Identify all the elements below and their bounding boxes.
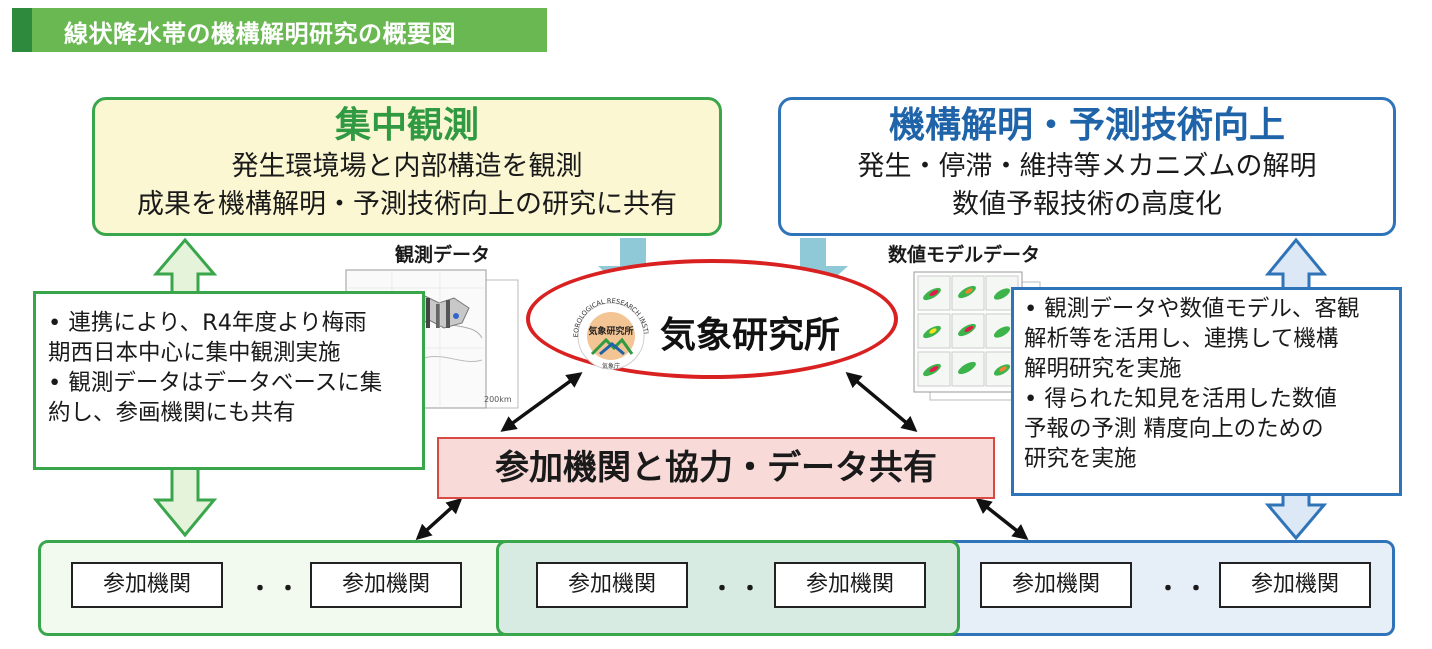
right-line-2: 解析等を活用し、連携して機構 [1024, 326, 1339, 352]
observation-sharing-box: • 連携により、R4年度より梅雨 期西日本中心に集中観測実施 • 観測データはデ… [33, 291, 425, 470]
participant-box: 参加機関 [774, 562, 926, 608]
left-line-3: • 観測データはデータベースに集 [48, 370, 383, 396]
left-line-1: • 連携により、R4年度より梅雨 [48, 310, 367, 336]
participant-box: 参加機関 [1219, 562, 1371, 608]
participant-box: 参加機関 [536, 562, 688, 608]
participant-box: 参加機関 [310, 562, 462, 608]
black-arrow-left-lower [415, 497, 463, 541]
mechanism-heading: 機構解明・予測技術向上 [888, 105, 1285, 146]
participant-box: 参加機関 [980, 562, 1132, 608]
participant-box: 参加機関 [71, 562, 223, 608]
black-arrow-left-upper [500, 372, 583, 432]
observation-line-1: 発生環境場と内部構造を観測 [231, 151, 583, 182]
participant-group-3: 参加機関 ・・・ 参加機関 [940, 540, 1395, 636]
map-scale-label: 200km [484, 395, 512, 404]
mri-logo-icon: METEOROLOGICAL RESEARCH INSTITUTE 気象研究所 … [566, 296, 650, 370]
diagram-title: 線状降水帯の機構解明研究の概要図 [64, 20, 456, 48]
right-line-5: 予報の予測 精度向上のための [1024, 416, 1324, 442]
right-line-3: 解明研究を実施 [1024, 356, 1182, 382]
research-box: • 観測データや数値モデル、客観 解析等を活用し、連携して機構 解明研究を実施 … [1011, 287, 1402, 496]
logo-sub-text: 気象庁 [602, 362, 620, 370]
observation-line-2: 成果を機構解明・予測技術向上の研究に共有 [137, 189, 677, 220]
right-line-1: • 観測データや数値モデル、客観 [1024, 296, 1360, 322]
model-data-caption: 数値モデルデータ [888, 244, 1041, 266]
right-line-6: 研究を実施 [1024, 446, 1137, 472]
title-stripe [12, 8, 32, 52]
participant-group-1: 参加機関 ・・・ 参加機関 [38, 540, 513, 636]
observation-data-caption: 観測データ [395, 244, 491, 266]
participant-group-2: 参加機関 ・・・ 参加機関 [496, 540, 960, 636]
black-arrow-right-lower [975, 498, 1029, 540]
left-line-4: 約し、参画機関にも共有 [48, 400, 296, 426]
black-arrow-right-upper [845, 371, 918, 433]
mechanism-line-1: 発生・停滞・維持等メカニズムの解明 [857, 151, 1317, 182]
mechanism-line-2: 数値予報技術の高度化 [952, 189, 1222, 220]
mri-name: 気象研究所 [660, 315, 841, 356]
collaboration-box: 参加機関と協力・データ共有 [437, 437, 995, 499]
mechanism-box: 機構解明・予測技術向上 発生・停滞・維持等メカニズムの解明 数値予報技術の高度化 [778, 97, 1396, 236]
logo-text: 気象研究所 [588, 325, 633, 337]
title-banner: 線状降水帯の機構解明研究の概要図 [12, 8, 547, 52]
right-line-4: • 得られた知見を活用した数値 [1024, 386, 1337, 412]
left-line-2: 期西日本中心に集中観測実施 [48, 340, 341, 366]
intensive-observation-box: 集中観測 発生環境場と内部構造を観測 成果を機構解明・予測技術向上の研究に共有 [92, 97, 722, 236]
observation-heading: 集中観測 [334, 105, 479, 146]
